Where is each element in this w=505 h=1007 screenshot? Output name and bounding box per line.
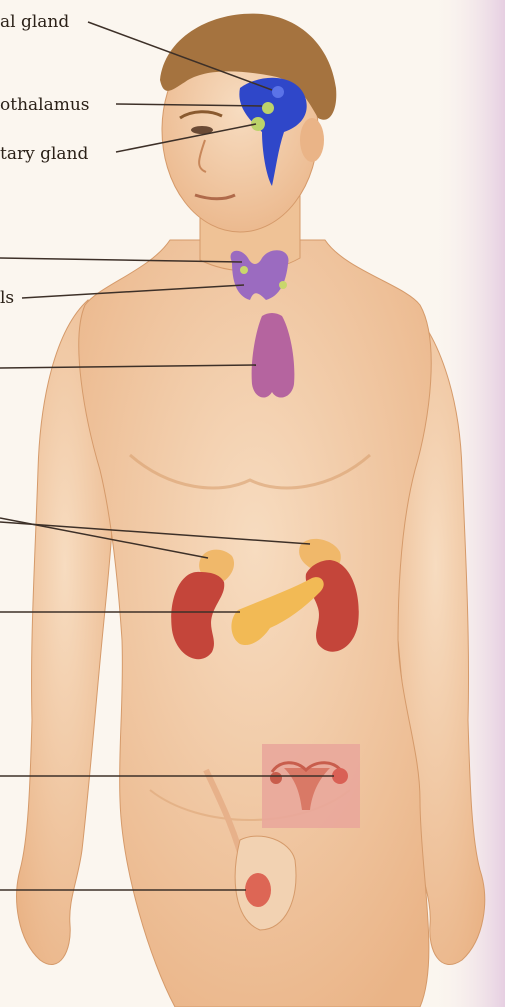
label-pituitary-gland: tary gland [0,144,88,164]
parathyroid-upper [240,266,248,274]
label-parathyroid-glands: ls [0,288,14,308]
ear [300,118,324,162]
hypothalamus-mark [262,102,274,114]
label-pineal-gland: al gland [0,12,69,32]
label-hypothalamus: othalamus [0,95,90,115]
pineal-gland-mark [272,86,284,98]
parathyroid-lower [279,281,287,289]
ovary-left [270,772,282,784]
ovary-right [332,768,348,784]
testis [245,873,271,907]
